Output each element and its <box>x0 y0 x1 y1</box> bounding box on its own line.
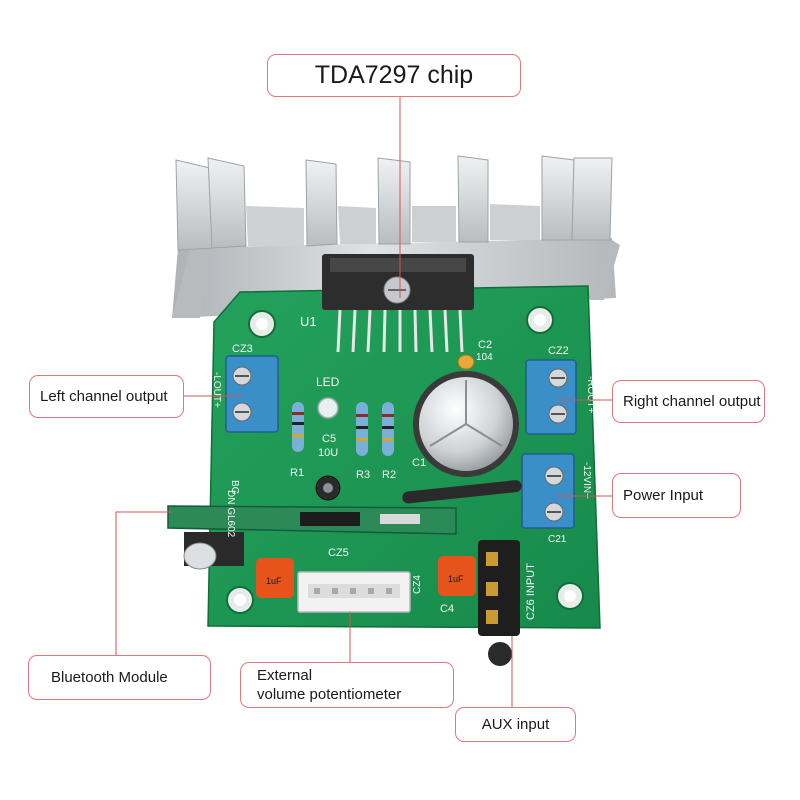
callout-left-channel-output: Left channel output <box>29 375 184 418</box>
label-c5: C5 <box>322 433 336 445</box>
label-r3: R3 <box>356 469 370 481</box>
film-capacitor-left <box>256 558 294 598</box>
callout-right-channel-output: Right channel output <box>612 380 765 423</box>
callout-chip-text: TDA7297 chip <box>314 61 474 89</box>
label-c5-value: 10U <box>318 447 338 459</box>
film-capacitor-right <box>438 556 476 596</box>
callout-bluetooth-module: Bluetooth Module <box>28 655 211 700</box>
label-bg: BG <box>229 480 240 495</box>
callout-tda7297-chip: TDA7297 chip <box>267 54 521 97</box>
leader-bluetooth <box>115 511 172 655</box>
callout-volume-line2: volume potentiometer <box>257 686 402 703</box>
diode <box>402 480 522 504</box>
leader-lines <box>115 95 614 708</box>
label-rout: -ROUT+ <box>585 376 596 414</box>
label-c2: C2 <box>478 339 492 351</box>
label-104: 104 <box>476 352 493 363</box>
label-cz2: CZ2 <box>548 345 569 357</box>
label-cap-left: 1uF <box>266 576 282 586</box>
label-cz6-input: CZ6 INPUT <box>525 563 537 620</box>
aux-jack <box>478 540 520 666</box>
label-model: DN GL602 <box>225 490 236 538</box>
callout-left-output-text: Left channel output <box>40 388 168 405</box>
tda7297-chip <box>322 254 474 353</box>
label-cz3: CZ3 <box>232 343 253 355</box>
label-lout: -LOUT+ <box>211 372 222 408</box>
small-capacitor-c5 <box>315 475 341 501</box>
label-cz5: CZ5 <box>328 547 349 559</box>
callout-volume-line1: External <box>257 667 313 684</box>
cz5-potentiometer-connector <box>297 571 411 613</box>
label-u1: U1 <box>300 314 317 329</box>
callout-power-input: Power Input <box>612 473 741 518</box>
callout-aux-input-text: AUX input <box>481 716 550 733</box>
silkscreen-labels: U1 CZ3 CZ2 C2 104 LED C5 10U R1 R3 R2 C1… <box>211 314 596 620</box>
label-r1: R1 <box>290 467 304 479</box>
callout-aux-input: AUX input <box>455 707 576 742</box>
callout-external-volume-potentiometer: External volume potentiometer <box>240 662 454 708</box>
ceramic-capacitor-c2 <box>457 354 475 370</box>
terminal-block-left <box>225 355 279 433</box>
label-power-in: -12VIN+ <box>581 462 592 499</box>
label-c21: C21 <box>548 534 567 545</box>
terminal-block-power <box>521 453 575 529</box>
label-cap-right: 1uF <box>448 574 464 584</box>
terminal-block-right <box>525 359 577 435</box>
electrolytic-capacitor-c1 <box>413 371 519 477</box>
label-c4: C4 <box>440 603 454 615</box>
led <box>317 397 339 419</box>
callout-power-input-text: Power Input <box>623 487 704 504</box>
callout-bluetooth-text: Bluetooth Module <box>51 669 168 686</box>
label-r2: R2 <box>382 469 396 481</box>
callout-right-output-text: Right channel output <box>623 393 761 410</box>
bluetooth-module-board <box>167 505 457 570</box>
resistors <box>292 402 394 456</box>
label-cz4: CZ4 <box>412 575 423 594</box>
label-c1: C1 <box>412 457 426 469</box>
label-led: LED <box>316 375 340 389</box>
